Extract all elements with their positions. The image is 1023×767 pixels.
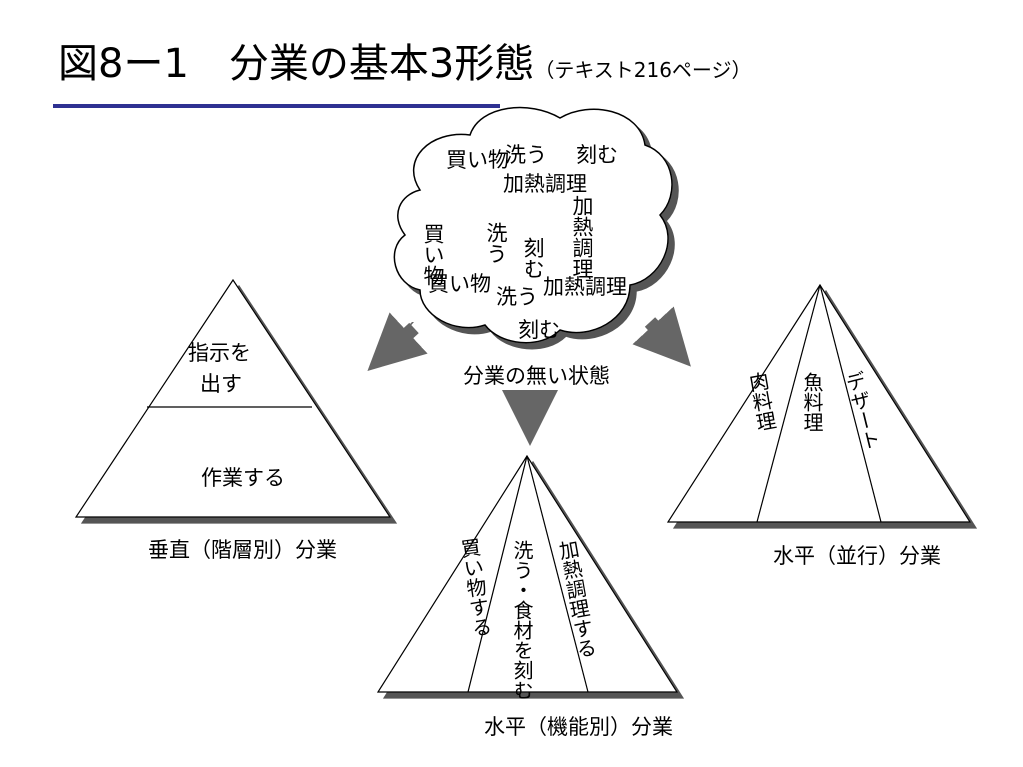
parallel-division-triangle <box>666 283 972 523</box>
page-title-sub: （テキスト216ページ） <box>534 58 752 82</box>
cloud-word-kaimono-vertical: 買い物 <box>421 223 445 286</box>
cloud-word-kaimono: 買い物 <box>446 148 509 172</box>
functional-division-triangle <box>376 454 679 693</box>
cloud-word-kanetsu-vertical: 加熱調理 <box>570 195 594 279</box>
parallel-caption: 水平（並行）分業 <box>773 544 941 568</box>
cloud-word-kanetsu: 加熱調理 <box>503 172 587 196</box>
cloud-word-arau-vertical: 洗う <box>484 222 508 264</box>
cloud-word-arau-2: 洗う <box>496 285 538 309</box>
arrow-left-icon <box>367 312 428 371</box>
cloud-word-kaimono-2: 買い物 <box>428 272 491 296</box>
functional-col2-label: 洗う・食材を刻む <box>510 540 534 700</box>
cloud-word-kanetsu-2: 加熱調理 <box>543 275 627 299</box>
page-title-main: 図8ー1 分業の基本3形態 <box>58 41 535 87</box>
no-division-cloud <box>393 106 673 344</box>
cloud-word-kizamu-vertical: 刻む <box>521 237 545 279</box>
vertical-top-label-line1: 指示を <box>188 341 251 365</box>
title-underline <box>53 104 500 108</box>
cloud-word-kizamu: 刻む <box>576 143 618 167</box>
cloud-caption: 分業の無い状態 <box>463 364 610 388</box>
vertical-division-triangle <box>74 278 392 518</box>
vertical-bottom-label: 作業する <box>201 466 285 490</box>
parallel-col2-label: 魚料理 <box>800 372 824 432</box>
vertical-top-label-line2: 出す <box>200 372 242 396</box>
cloud-word-kizamu-2: 刻む <box>518 318 560 342</box>
functional-caption: 水平（機能別）分業 <box>484 715 673 739</box>
cloud-word-arau: 洗う <box>505 143 547 167</box>
page-title: 図8ー1 分業の基本3形態（テキスト216ページ） <box>58 44 752 84</box>
arrow-right-icon <box>632 306 691 367</box>
vertical-caption: 垂直（階層別）分業 <box>148 538 337 562</box>
